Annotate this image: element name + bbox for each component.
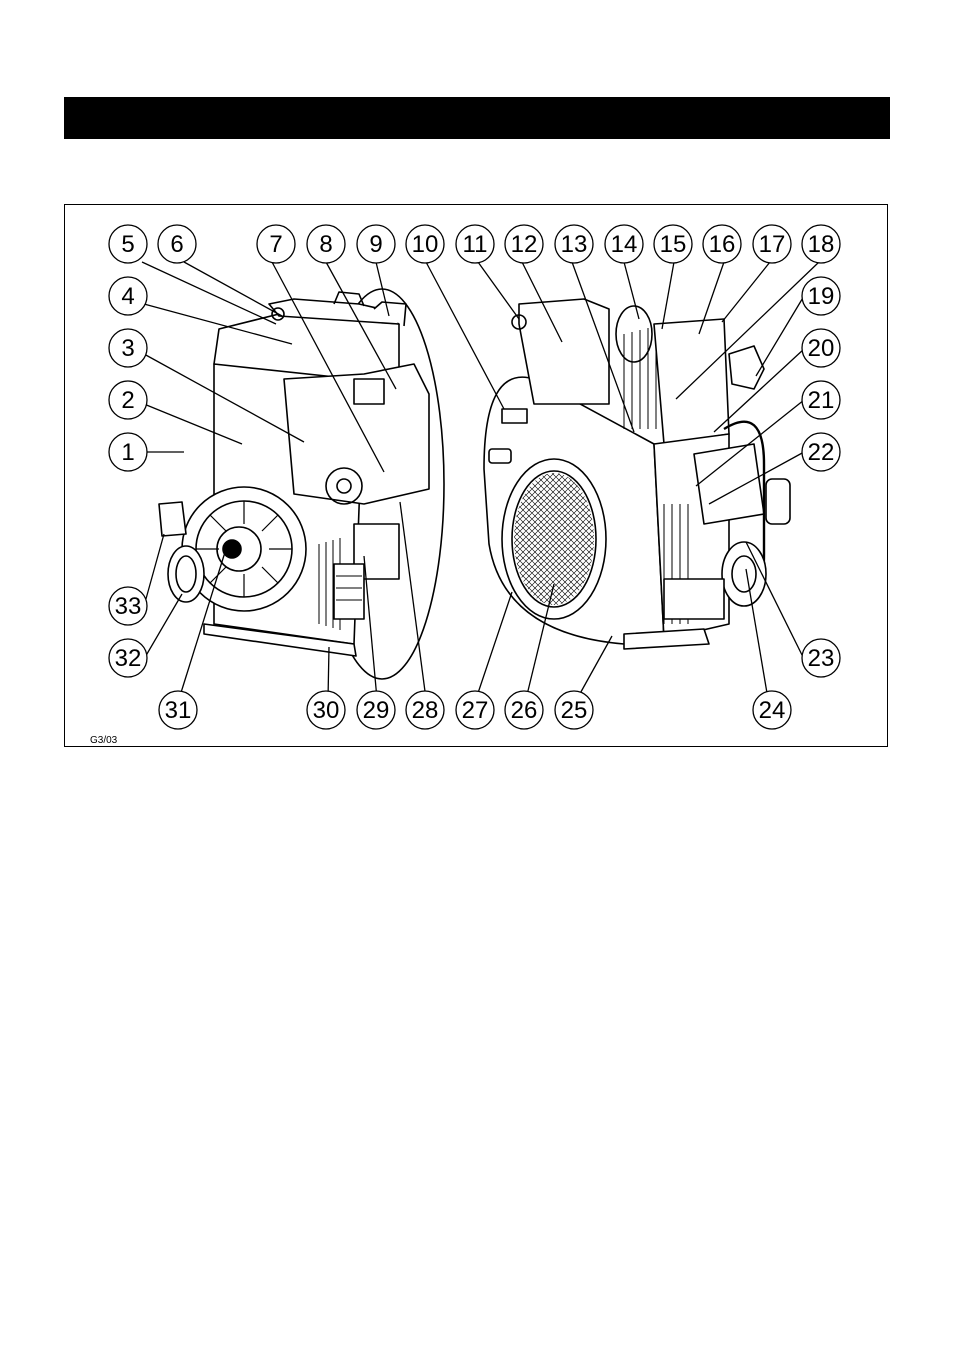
callout-14: 14 xyxy=(605,225,643,263)
callout-6: 6 xyxy=(158,225,196,263)
svg-text:24: 24 xyxy=(759,697,786,724)
svg-text:13: 13 xyxy=(561,231,588,258)
svg-text:14: 14 xyxy=(611,231,638,258)
callout-29: 29 xyxy=(357,691,395,729)
svg-text:21: 21 xyxy=(808,387,835,414)
svg-text:25: 25 xyxy=(561,697,588,724)
callout-33: 33 xyxy=(109,587,147,625)
engine-diagram: 5 6 7 8 9 10 11 12 13 14 15 16 17 18 4 3… xyxy=(64,204,890,749)
callout-1: 1 xyxy=(109,433,147,471)
callout-23: 23 xyxy=(802,639,840,677)
callout-2: 2 xyxy=(109,381,147,419)
svg-text:17: 17 xyxy=(759,231,786,258)
callout-11: 11 xyxy=(456,225,494,263)
svg-text:12: 12 xyxy=(511,231,538,258)
callout-9: 9 xyxy=(357,225,395,263)
callout-32: 32 xyxy=(109,639,147,677)
svg-text:20: 20 xyxy=(808,335,835,362)
svg-text:9: 9 xyxy=(369,231,382,258)
svg-text:18: 18 xyxy=(808,231,835,258)
cylinder-cowl xyxy=(519,299,609,404)
callout-21: 21 xyxy=(802,381,840,419)
svg-text:28: 28 xyxy=(412,697,439,724)
svg-text:31: 31 xyxy=(165,697,192,724)
callout-15: 15 xyxy=(654,225,692,263)
svg-text:5: 5 xyxy=(121,231,134,258)
callout-25: 25 xyxy=(555,691,593,729)
svg-text:23: 23 xyxy=(808,645,835,672)
svg-text:26: 26 xyxy=(511,697,538,724)
svg-text:4: 4 xyxy=(121,283,134,310)
svg-text:2: 2 xyxy=(121,387,134,414)
callout-24: 24 xyxy=(753,691,791,729)
callout-13: 13 xyxy=(555,225,593,263)
callout-8: 8 xyxy=(307,225,345,263)
callout-31: 31 xyxy=(159,691,197,729)
svg-text:22: 22 xyxy=(808,439,835,466)
svg-text:33: 33 xyxy=(115,593,142,620)
callout-20: 20 xyxy=(802,329,840,367)
svg-text:19: 19 xyxy=(808,283,835,310)
svg-text:11: 11 xyxy=(463,231,488,258)
callout-10: 10 xyxy=(406,225,444,263)
callout-3: 3 xyxy=(109,329,147,367)
callout-7: 7 xyxy=(257,225,295,263)
header-bar xyxy=(64,97,890,139)
callout-19: 19 xyxy=(802,277,840,315)
left-engine-illustration xyxy=(159,289,444,679)
callout-5: 5 xyxy=(109,225,147,263)
callout-28: 28 xyxy=(406,691,444,729)
svg-text:30: 30 xyxy=(313,697,340,724)
callout-18: 18 xyxy=(802,225,840,263)
callout-12: 12 xyxy=(505,225,543,263)
figure-code: G3/03 xyxy=(90,735,117,746)
svg-text:32: 32 xyxy=(115,645,142,672)
svg-text:10: 10 xyxy=(412,231,439,258)
callout-16: 16 xyxy=(703,225,741,263)
svg-text:7: 7 xyxy=(269,231,282,258)
callout-22: 22 xyxy=(802,433,840,471)
callout-30: 30 xyxy=(307,691,345,729)
callout-26: 26 xyxy=(505,691,543,729)
svg-text:16: 16 xyxy=(709,231,736,258)
svg-text:29: 29 xyxy=(363,697,390,724)
svg-text:3: 3 xyxy=(121,335,134,362)
svg-text:1: 1 xyxy=(121,439,134,466)
svg-text:8: 8 xyxy=(319,231,332,258)
callout-17: 17 xyxy=(753,225,791,263)
svg-text:27: 27 xyxy=(462,697,489,724)
callout-4: 4 xyxy=(109,277,147,315)
callout-27: 27 xyxy=(456,691,494,729)
svg-text:6: 6 xyxy=(170,231,183,258)
right-engine-illustration xyxy=(484,299,790,649)
svg-text:15: 15 xyxy=(660,231,687,258)
